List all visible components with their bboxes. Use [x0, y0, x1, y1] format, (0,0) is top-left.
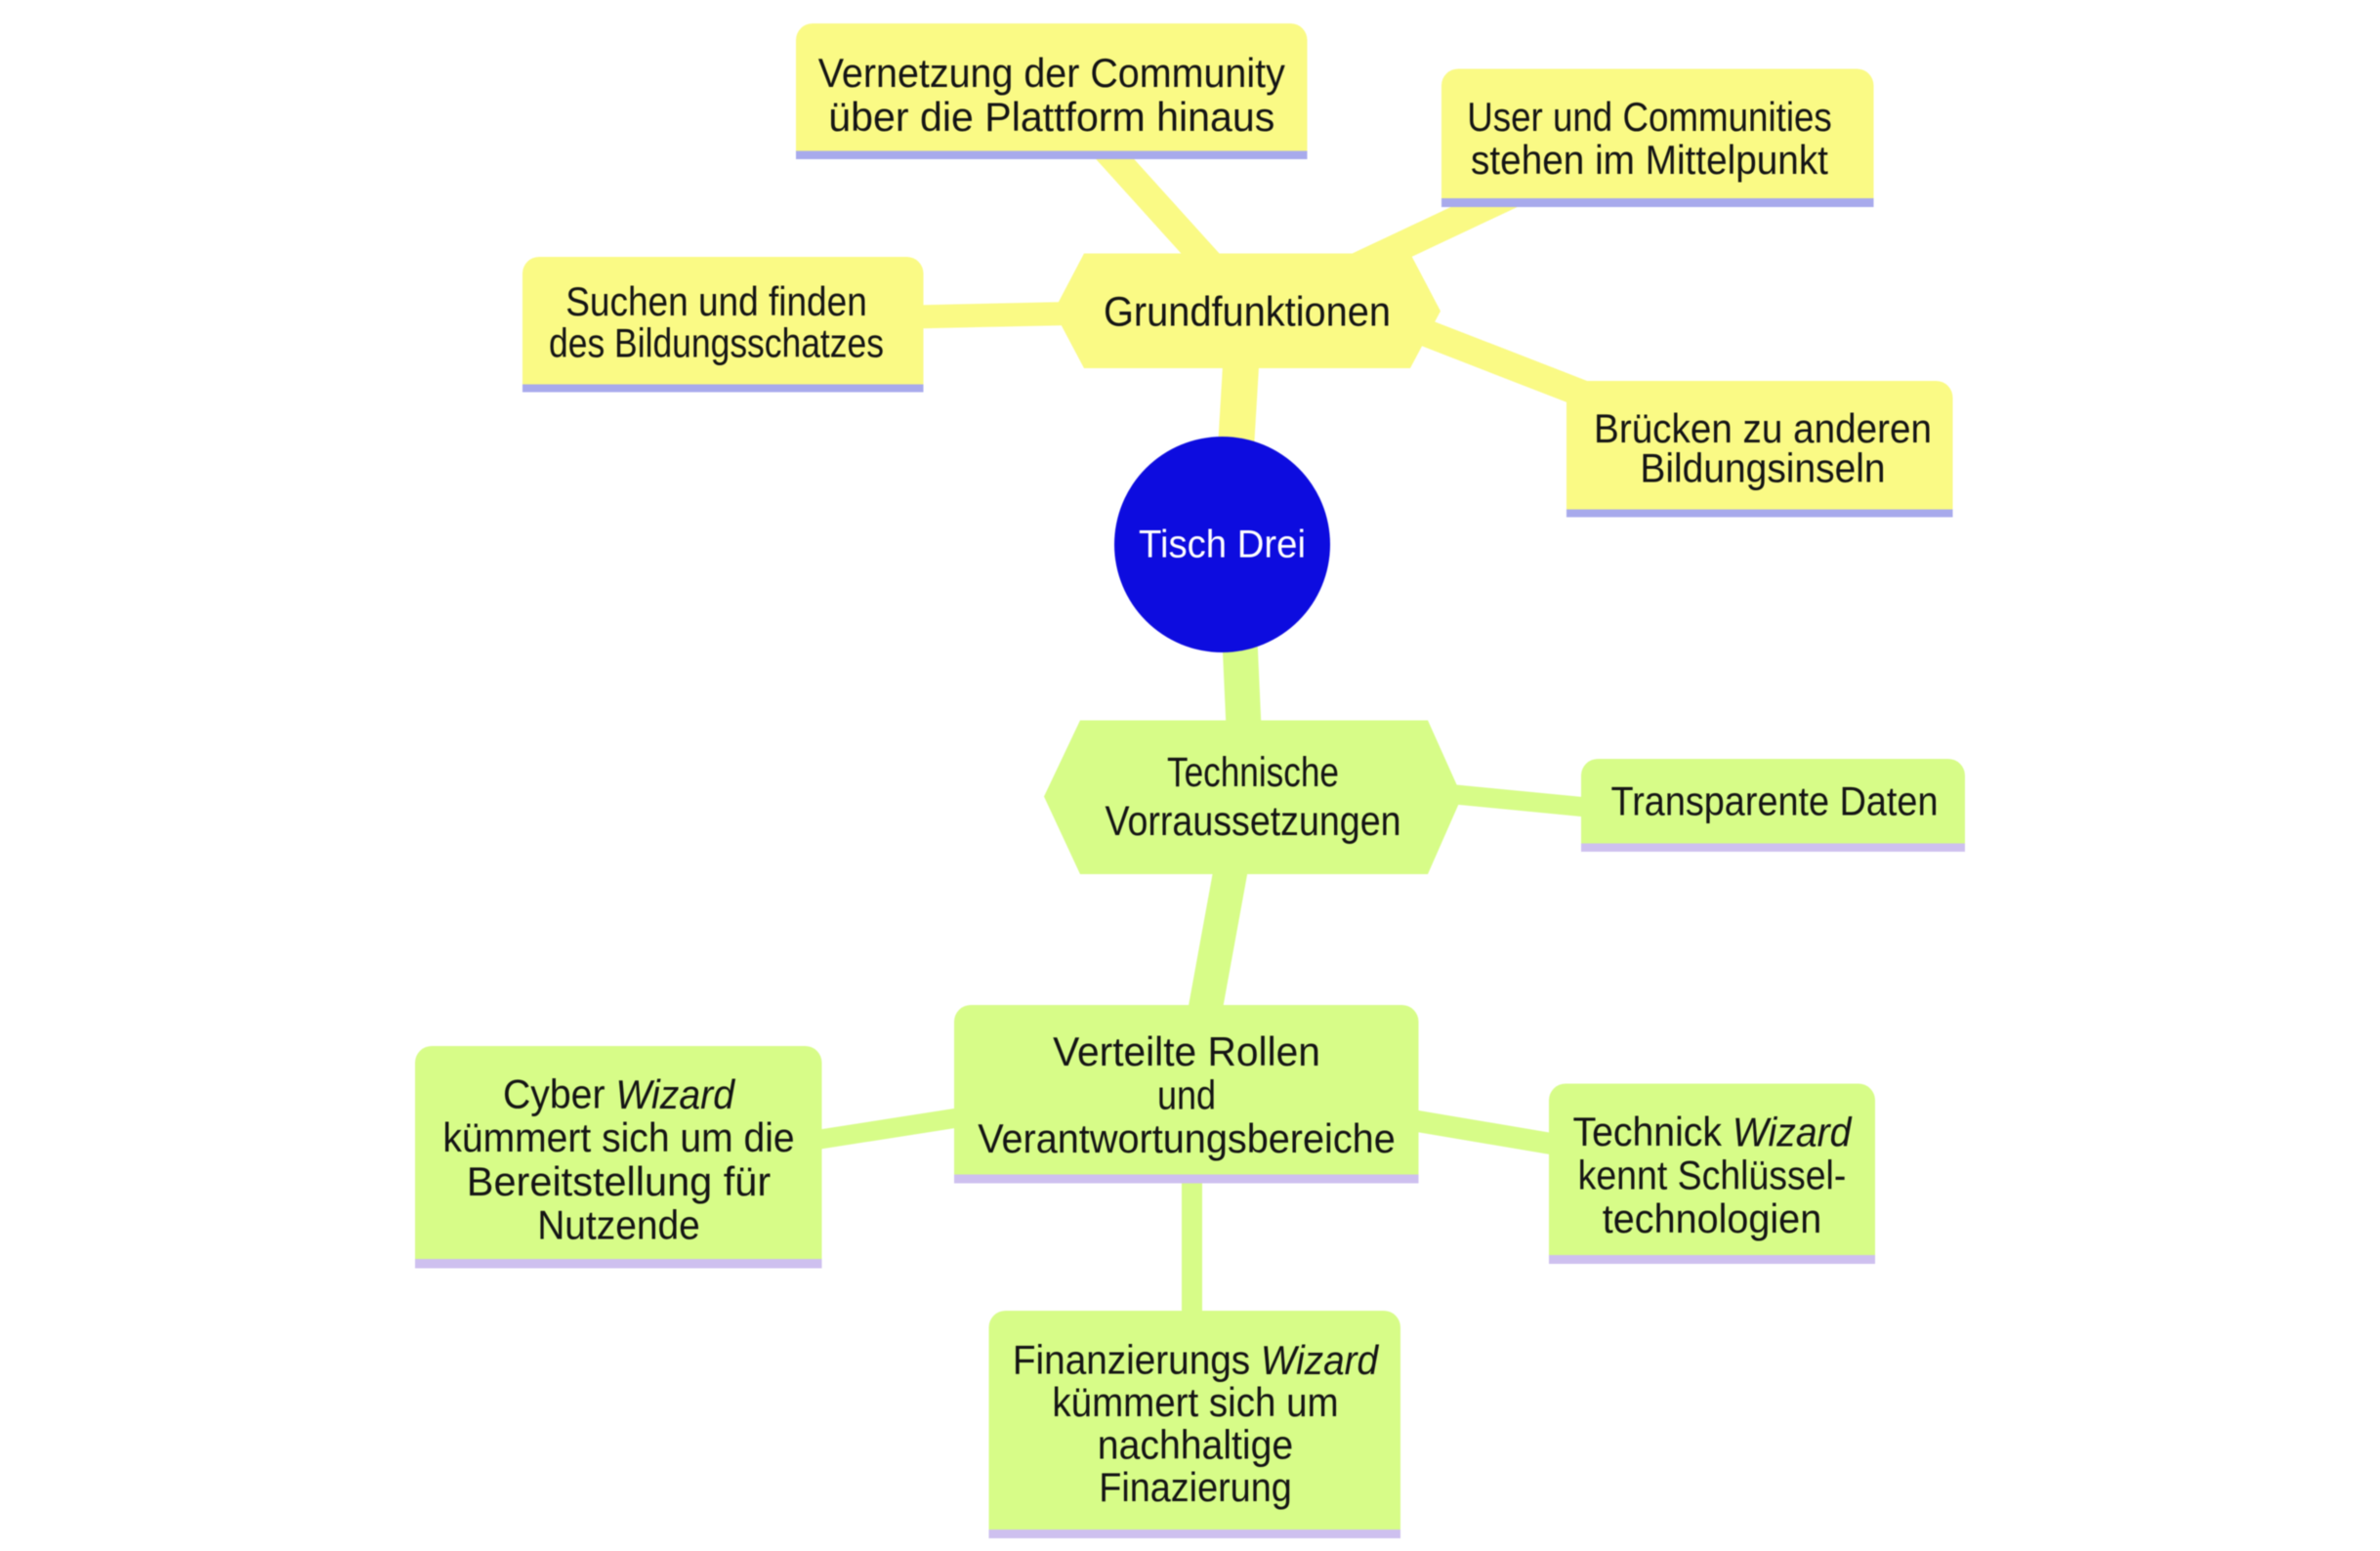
svg-text:Suchen und finden: Suchen und finden [565, 278, 867, 324]
svg-text:kennt Schlüssel-: kennt Schlüssel- [1578, 1153, 1847, 1198]
svg-text:Vorraussetzungen: Vorraussetzungen [1106, 798, 1401, 845]
svg-text:Brücken zu anderen: Brücken zu anderen [1594, 405, 1932, 451]
svg-text:Verantwortungsbereiche: Verantwortungsbereiche [978, 1115, 1396, 1161]
svg-text:kümmert sich um die: kümmert sich um die [442, 1114, 794, 1160]
svg-text:Finanzierungs Wizard: Finanzierungs Wizard [1013, 1337, 1380, 1383]
svg-text:Technische: Technische [1167, 749, 1339, 796]
svg-text:Technick Wizard: Technick Wizard [1573, 1109, 1854, 1154]
svg-text:und: und [1157, 1072, 1216, 1118]
svg-text:stehen im Mittelpunkt: stehen im Mittelpunkt [1471, 137, 1828, 183]
svg-text:Cyber Wizard: Cyber Wizard [503, 1070, 736, 1116]
svg-text:Grundfunktionen: Grundfunktionen [1104, 289, 1391, 336]
svg-text:Tisch Drei: Tisch Drei [1139, 524, 1306, 566]
svg-text:kümmert sich um: kümmert sich um [1052, 1379, 1338, 1425]
svg-text:Nutzende: Nutzende [537, 1202, 700, 1248]
svg-text:nachhaltige: nachhaltige [1098, 1422, 1293, 1468]
svg-text:des Bildungsschatzes: des Bildungsschatzes [549, 320, 884, 366]
svg-text:Vernetzung der Community: Vernetzung der Community [818, 50, 1285, 96]
svg-text:über die Plattform hinaus: über die Plattform hinaus [828, 94, 1274, 140]
svg-text:technologien: technologien [1603, 1195, 1821, 1241]
svg-text:Finazierung: Finazierung [1099, 1464, 1292, 1510]
svg-text:Bereitstellung für: Bereitstellung für [467, 1158, 771, 1204]
svg-text:Transparente Daten: Transparente Daten [1611, 778, 1939, 824]
svg-text:User und Communities: User und Communities [1467, 94, 1832, 140]
svg-text:Bildungsinseln: Bildungsinseln [1640, 445, 1885, 491]
svg-text:Verteilte Rollen: Verteilte Rollen [1053, 1028, 1320, 1074]
